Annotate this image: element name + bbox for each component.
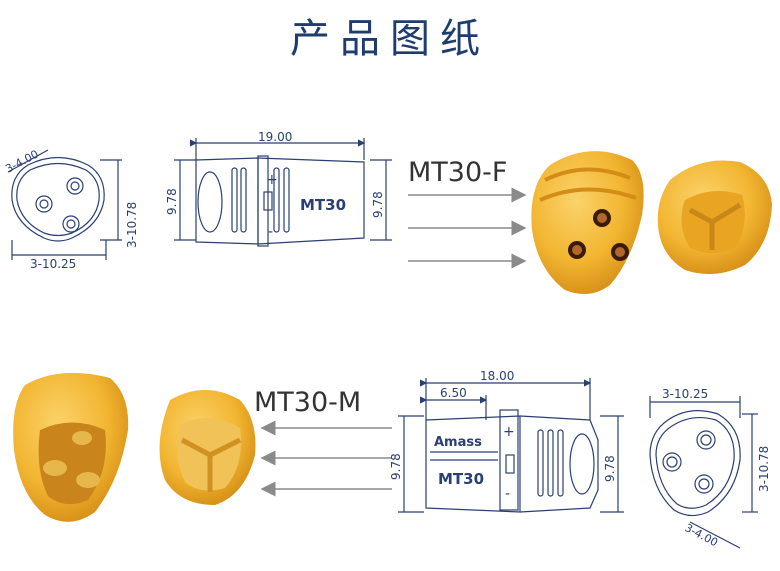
male-dim-right: 3-10.78	[757, 446, 771, 492]
male-label: MT30-M	[254, 387, 361, 418]
female-dim-height-left: 9.78	[165, 188, 179, 215]
female-dim-length: 19.00	[258, 130, 292, 144]
male-brand-mark: Amass	[434, 435, 482, 450]
female-arrows	[408, 187, 527, 269]
male-dim-height-left: 9.78	[389, 453, 403, 480]
female-dim-height-right: 9.78	[371, 191, 385, 218]
male-dim-top: 3-10.25	[662, 387, 708, 401]
male-plus-mark: +	[503, 424, 515, 440]
male-dim-length: 18.00	[480, 369, 514, 383]
female-side-drawing	[174, 138, 392, 247]
male-dim-height-right: 9.78	[603, 455, 617, 482]
male-front-drawing	[649, 396, 758, 549]
page-title: 产品图纸	[290, 16, 490, 62]
male-dim-sub-length: 6.50	[440, 386, 467, 400]
male-side-drawing	[398, 378, 624, 513]
female-dim-top: 3-4.00	[3, 148, 40, 176]
male-minus-mark: -	[505, 486, 510, 502]
female-connector-photo-front	[531, 151, 644, 294]
male-connector-photo-back	[159, 390, 256, 505]
male-dim-bottom: 3-4.00	[683, 521, 720, 549]
female-plus-mark: +	[266, 172, 278, 188]
female-body-mark: MT30	[300, 196, 346, 214]
male-arrows	[260, 420, 392, 497]
male-body-mark: MT30	[438, 470, 484, 488]
female-connector-photo-back	[657, 160, 772, 274]
female-front-drawing	[7, 149, 122, 260]
female-dim-bottom: 3-10.25	[30, 257, 76, 271]
female-dim-right: 3-10.78	[125, 202, 139, 248]
male-connector-photo-front	[13, 372, 129, 522]
female-minus-mark: -	[268, 224, 273, 240]
female-label: MT30-F	[408, 157, 507, 188]
